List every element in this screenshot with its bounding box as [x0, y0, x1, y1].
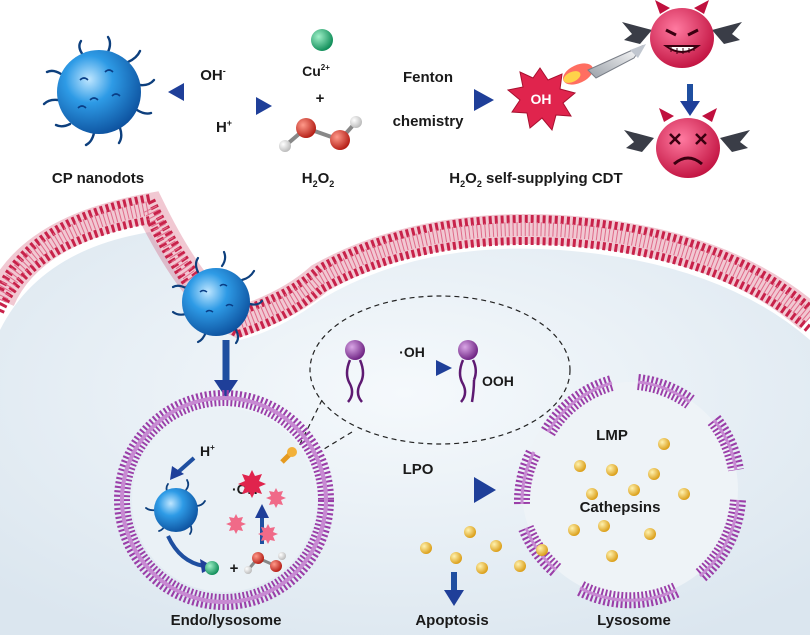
lpo-label: LPO	[403, 461, 434, 478]
cp-nanodot-small-icon	[145, 479, 206, 535]
endo-plus-sign: +	[230, 560, 239, 577]
oxidized-phospholipid-icon	[458, 340, 478, 403]
equilibrium-arrows	[168, 83, 272, 115]
phospholipid-icon	[345, 340, 365, 403]
hydroxyl-radical-icon	[506, 67, 577, 132]
endo-h-plus-label: H+	[200, 443, 215, 459]
lmp-label: LMP	[596, 427, 628, 444]
hydroxyl-small-icons	[226, 470, 286, 544]
copper-ion-icon	[311, 29, 333, 51]
lpo-arrowhead	[474, 477, 496, 503]
ooh-label: OOH	[482, 373, 514, 389]
devil-icon	[622, 0, 742, 68]
cp-nanodot-icon	[42, 35, 156, 147]
copper-small-icon	[205, 561, 219, 575]
cathepsin-particles	[420, 438, 690, 574]
top-scheme: CP nanodots OH- H+ Cu2+ + H2O2 Fenton ch…	[42, 0, 750, 189]
devil-down-arrowhead	[680, 101, 700, 116]
h-plus-label: H+	[216, 118, 232, 136]
endolysosome: H+ +	[114, 390, 334, 610]
fenton-arrowhead	[474, 89, 494, 111]
oh-minus-label: OH-	[200, 66, 226, 84]
lipid-attack-marker-icon	[280, 447, 297, 464]
cell: ·OH OOH H+	[0, 191, 810, 635]
cathepsins-label: Cathepsins	[580, 499, 661, 516]
chemistry-label: chemistry	[393, 113, 465, 130]
cdt-label: H2O2 self-supplying CDT	[449, 170, 622, 189]
rocket-icon	[563, 44, 646, 85]
cp-nanodots-label: CP nanodots	[52, 170, 144, 187]
lysosome-label: Lysosome	[597, 612, 671, 629]
cu-label: Cu2+	[302, 63, 330, 79]
cp-nanodot-entering-icon	[171, 250, 264, 345]
apoptosis-arrowhead	[444, 590, 464, 606]
cell-membrane	[0, 191, 810, 339]
h2o2-small-icon	[244, 552, 286, 574]
apoptosis-label: Apoptosis	[415, 612, 488, 629]
endolysosome-label: Endo/lysosome	[171, 612, 282, 629]
plus-sign: +	[316, 90, 325, 107]
inset-oh-label: ·OH	[399, 344, 425, 360]
fenton-label: Fenton	[403, 69, 453, 86]
sad-devil-icon	[624, 108, 750, 178]
entry-arrowhead	[214, 380, 238, 398]
oh-radical-label: OH	[531, 91, 552, 107]
h2o2-label: H2O2	[302, 170, 335, 189]
h2o2-molecule-icon	[279, 116, 362, 152]
lipid-peroxidation-inset: ·OH OOH	[291, 295, 571, 467]
